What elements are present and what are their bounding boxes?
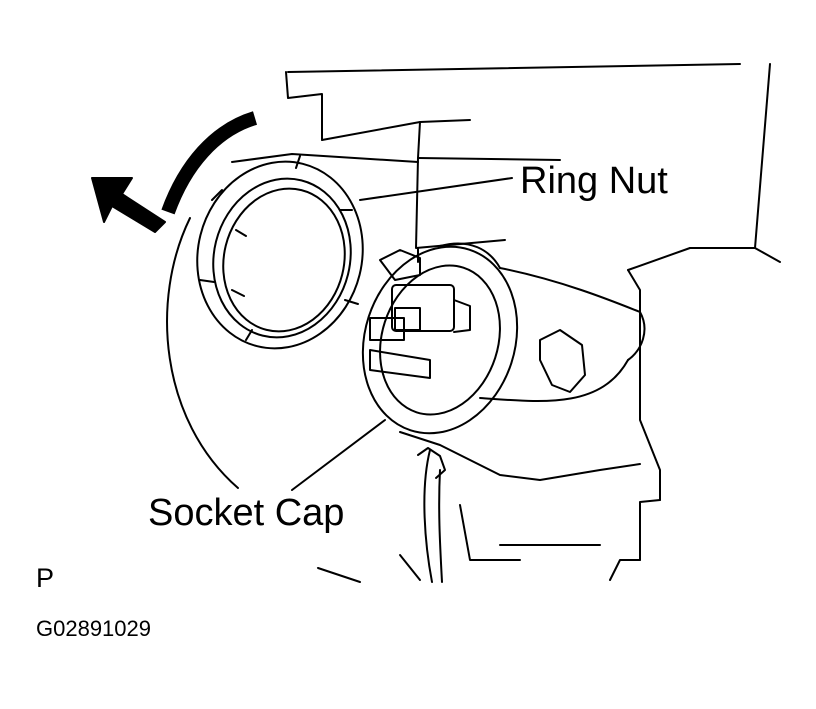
ring-nut-label: Ring Nut bbox=[520, 160, 668, 202]
headlight-housing bbox=[399, 242, 646, 583]
socket-cap bbox=[361, 245, 519, 435]
ring-nut-leader bbox=[359, 177, 513, 201]
vehicle-body-panel bbox=[166, 63, 781, 583]
figure-id: G02891029 bbox=[36, 616, 151, 641]
ring-nut bbox=[196, 155, 364, 350]
counterclockwise-arrow-icon bbox=[91, 111, 258, 233]
socket-cap-leader bbox=[291, 419, 386, 491]
view-letter: P bbox=[36, 563, 55, 593]
socket-cap-label: Socket Cap bbox=[148, 492, 345, 534]
